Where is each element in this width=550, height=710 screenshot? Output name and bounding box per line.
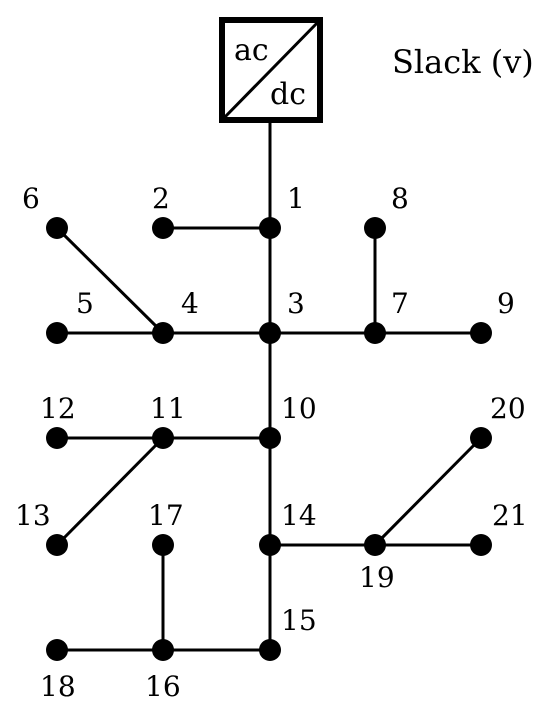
bus-label-16: 16: [145, 670, 181, 703]
converter-ac-label: ac: [234, 33, 269, 68]
bus-node-4: [152, 322, 174, 344]
bus-node-5: [46, 322, 68, 344]
bus-label-7: 7: [391, 287, 409, 320]
bus-node-3: [259, 322, 281, 344]
bus-node-20: [470, 427, 492, 449]
bus-label-12: 12: [40, 392, 76, 425]
edges-layer: [55, 226, 483, 652]
bus-node-14: [259, 534, 281, 556]
slack-label: Slack (v): [392, 43, 534, 81]
bus-node-18: [46, 639, 68, 661]
edge-11-13: [55, 436, 165, 547]
bus-label-19: 19: [359, 561, 395, 594]
bus-label-8: 8: [391, 182, 409, 215]
bus-label-17: 17: [148, 499, 184, 532]
bus-label-9: 9: [497, 287, 515, 320]
bus-label-6: 6: [22, 182, 40, 215]
bus-node-11: [152, 427, 174, 449]
bus-node-19: [364, 534, 386, 556]
converter-dc-label: dc: [270, 77, 306, 112]
bus-label-5: 5: [76, 287, 94, 320]
bus-label-11: 11: [150, 392, 186, 425]
bus-node-10: [259, 427, 281, 449]
bus-node-16: [152, 639, 174, 661]
bus-node-8: [364, 217, 386, 239]
bus-node-9: [470, 322, 492, 344]
bus-node-15: [259, 639, 281, 661]
bus-label-20: 20: [490, 392, 526, 425]
bus-label-13: 13: [15, 499, 51, 532]
bus-label-15: 15: [281, 604, 317, 637]
bus-label-4: 4: [181, 287, 199, 320]
bus-label-18: 18: [40, 670, 76, 703]
bus-label-21: 21: [492, 499, 528, 532]
bus-label-3: 3: [287, 287, 305, 320]
bus-node-13: [46, 534, 68, 556]
bus-node-2: [152, 217, 174, 239]
converter-diagonal: [220, 18, 322, 122]
bus-label-2: 2: [152, 182, 170, 215]
bus-label-1: 1: [287, 182, 305, 215]
bus-node-12: [46, 427, 68, 449]
edge-4-6: [55, 226, 165, 335]
bus-label-10: 10: [281, 392, 317, 425]
bus-node-7: [364, 322, 386, 344]
bus-node-21: [470, 534, 492, 556]
bus-node-6: [46, 217, 68, 239]
ac-dc-converter: ac dc: [219, 17, 323, 123]
edge-19-20: [373, 436, 483, 547]
bus-node-1: [259, 217, 281, 239]
bus-node-17: [152, 534, 174, 556]
nodes-layer: [46, 217, 492, 661]
bus-label-14: 14: [281, 499, 317, 532]
